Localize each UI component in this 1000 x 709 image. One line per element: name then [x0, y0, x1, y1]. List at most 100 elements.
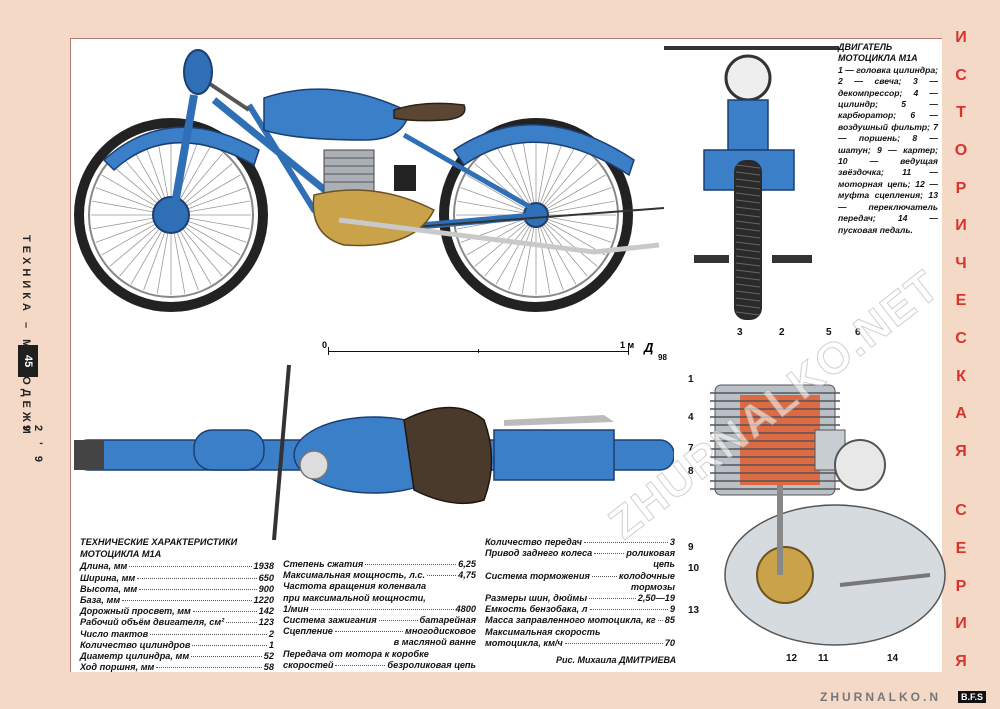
artist-logo: Д [644, 340, 654, 355]
spec-label: Ширина, мм [80, 572, 136, 583]
series-letter: Ч [955, 254, 967, 272]
rear-wheel [439, 118, 633, 312]
motorcycle-top-view [74, 364, 674, 541]
spec-label: Дорожный просвет, мм [80, 606, 191, 617]
specs-column-1: ТЕХНИЧЕСКИЕ ХАРАКТЕРИСТИКИ МОТОЦИКЛА М1А… [80, 537, 274, 673]
spec-label: 1/мин [283, 603, 309, 614]
spec-row: Максимальная мощность, л.с. 4,75 [283, 570, 476, 581]
callout-11: 11 [818, 653, 829, 664]
spec-label: скоростей [283, 659, 334, 670]
spec-label: Масса заправленного мотоцикла, кг [485, 615, 656, 626]
spec-value: 6,25 [458, 559, 476, 569]
spec-row: в масляной ванне [283, 637, 476, 648]
spec-value: роликовая [626, 548, 675, 559]
series-letter: И [955, 615, 967, 633]
spec-row: Максимальная скорость [485, 627, 675, 638]
motorcycle-front-view [664, 46, 839, 320]
front-wheel [74, 118, 268, 312]
scale-bar: 0 1 м Д 98 [322, 340, 667, 366]
series-letter: Е [955, 539, 967, 557]
specs-title-1: ТЕХНИЧЕСКИЕ ХАРАКТЕРИСТИКИ [80, 537, 238, 547]
callout-14: 14 [887, 653, 899, 664]
callout-1: 1 [688, 374, 694, 385]
spec-row: Масса заправленного мотоцикла, кг 85 [485, 615, 675, 626]
callout-2: 2 [779, 327, 785, 338]
spec-value: в масляной ванне [393, 637, 476, 648]
series-letter: А [955, 405, 967, 423]
spec-value: многодисковое [405, 626, 476, 637]
spec-value: 1 [268, 639, 274, 650]
spec-value: 58 [263, 662, 274, 673]
spec-label: Максимальная мощность, л.с. [283, 570, 425, 581]
spec-value: колодочные [618, 570, 675, 581]
callout-13: 13 [688, 605, 700, 616]
series-letter: И [955, 217, 967, 235]
artist-year: 98 [658, 353, 667, 362]
engine-legend: ДВИГАТЕЛЬ МОТОЦИКЛА М1А 1 — головка цили… [838, 42, 938, 236]
spec-row: Степень сжатия 6,25 [283, 559, 476, 570]
spec-value: 1220 [253, 595, 274, 606]
spec-label: Степень сжатия [283, 559, 364, 569]
spec-value: 52 [263, 651, 274, 662]
spec-row: Привод заднего колеса роликовая [485, 548, 675, 559]
spec-label: Сцепление [283, 626, 333, 637]
series-letter: Р [955, 577, 967, 595]
callout-4: 4 [688, 412, 694, 423]
spec-row: Ход поршня, мм 58 [80, 662, 274, 673]
series-letter: Я [955, 443, 967, 461]
spec-row: Количество цилиндров 1 [80, 640, 274, 651]
spec-value: 650 [258, 572, 274, 583]
spec-label: Количество цилиндров [80, 639, 191, 650]
spec-value: 4,75 [458, 570, 476, 581]
spec-value: 85 [664, 615, 675, 626]
spec-label: Число тактов [80, 628, 149, 639]
spec-label: Привод заднего колеса [485, 548, 593, 559]
spec-label: Система зажигания [283, 615, 377, 626]
spec-label: Ход поршня, мм [80, 662, 155, 673]
spec-value: 123 [258, 617, 274, 628]
spec-value: 2,50—19 [637, 593, 675, 604]
callout-7: 7 [688, 443, 694, 454]
specs-title-2: МОТОЦИКЛА М1А [80, 549, 162, 560]
scale-end: 1 м [620, 340, 635, 350]
motorcycle-side-view [74, 49, 665, 312]
spec-value: 142 [258, 606, 274, 617]
engine-legend-title: ДВИГАТЕЛЬ МОТОЦИКЛА М1А [838, 42, 918, 64]
issue-number: 2 ' 9 9 [20, 425, 44, 466]
footer-watermark: ZHURNALKO.N [820, 690, 941, 704]
spec-label: База, мм [80, 595, 121, 606]
spec-value: 9 [669, 604, 675, 615]
spec-value: цепь [653, 559, 675, 570]
spec-row: скоростей безроликовая цепь [283, 660, 476, 671]
spec-value: безроликовая цепь [387, 659, 476, 670]
spec-label: Количество передач [485, 537, 582, 547]
spec-value: 1938 [253, 561, 274, 572]
spec-row: Сцепление многодисковое [283, 626, 476, 637]
engine-cutaway-illustration [710, 384, 946, 646]
spec-value: 900 [258, 583, 274, 594]
magazine-name: ТЕХНИКА – МОЛОДЕЖИ [20, 235, 32, 438]
callout-3: 3 [737, 327, 743, 338]
series-letter: Т [956, 104, 966, 122]
spec-label: Система торможения [485, 570, 590, 581]
spec-value: 4800 [455, 603, 476, 614]
spec-label: Передача от мотора к коробке [283, 648, 429, 659]
callout-6: 6 [855, 327, 861, 338]
series-letter: О [954, 141, 968, 159]
series-letter: С [955, 66, 967, 84]
spec-label: Частота вращения коленвала [283, 581, 427, 592]
series-letter: Я [955, 652, 967, 670]
callout-10: 10 [688, 563, 700, 574]
spec-row: Система торможения колодочные [485, 571, 675, 582]
